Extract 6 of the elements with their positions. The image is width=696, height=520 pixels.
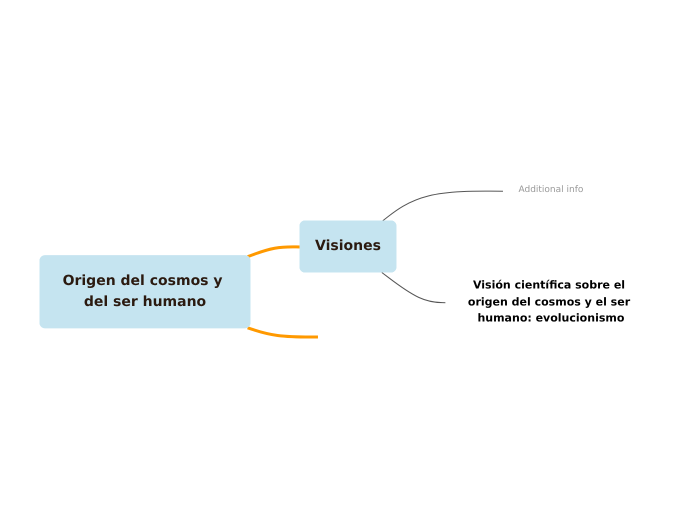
- connector: [247, 326, 318, 338]
- connector: [381, 272, 447, 303]
- connector: [381, 190, 504, 222]
- node-text: Visión científica sobre el origen del cosmos y el ser humano: evolucionismo: [468, 278, 630, 324]
- node-text: Additional info: [518, 184, 584, 194]
- connector: [247, 244, 301, 258]
